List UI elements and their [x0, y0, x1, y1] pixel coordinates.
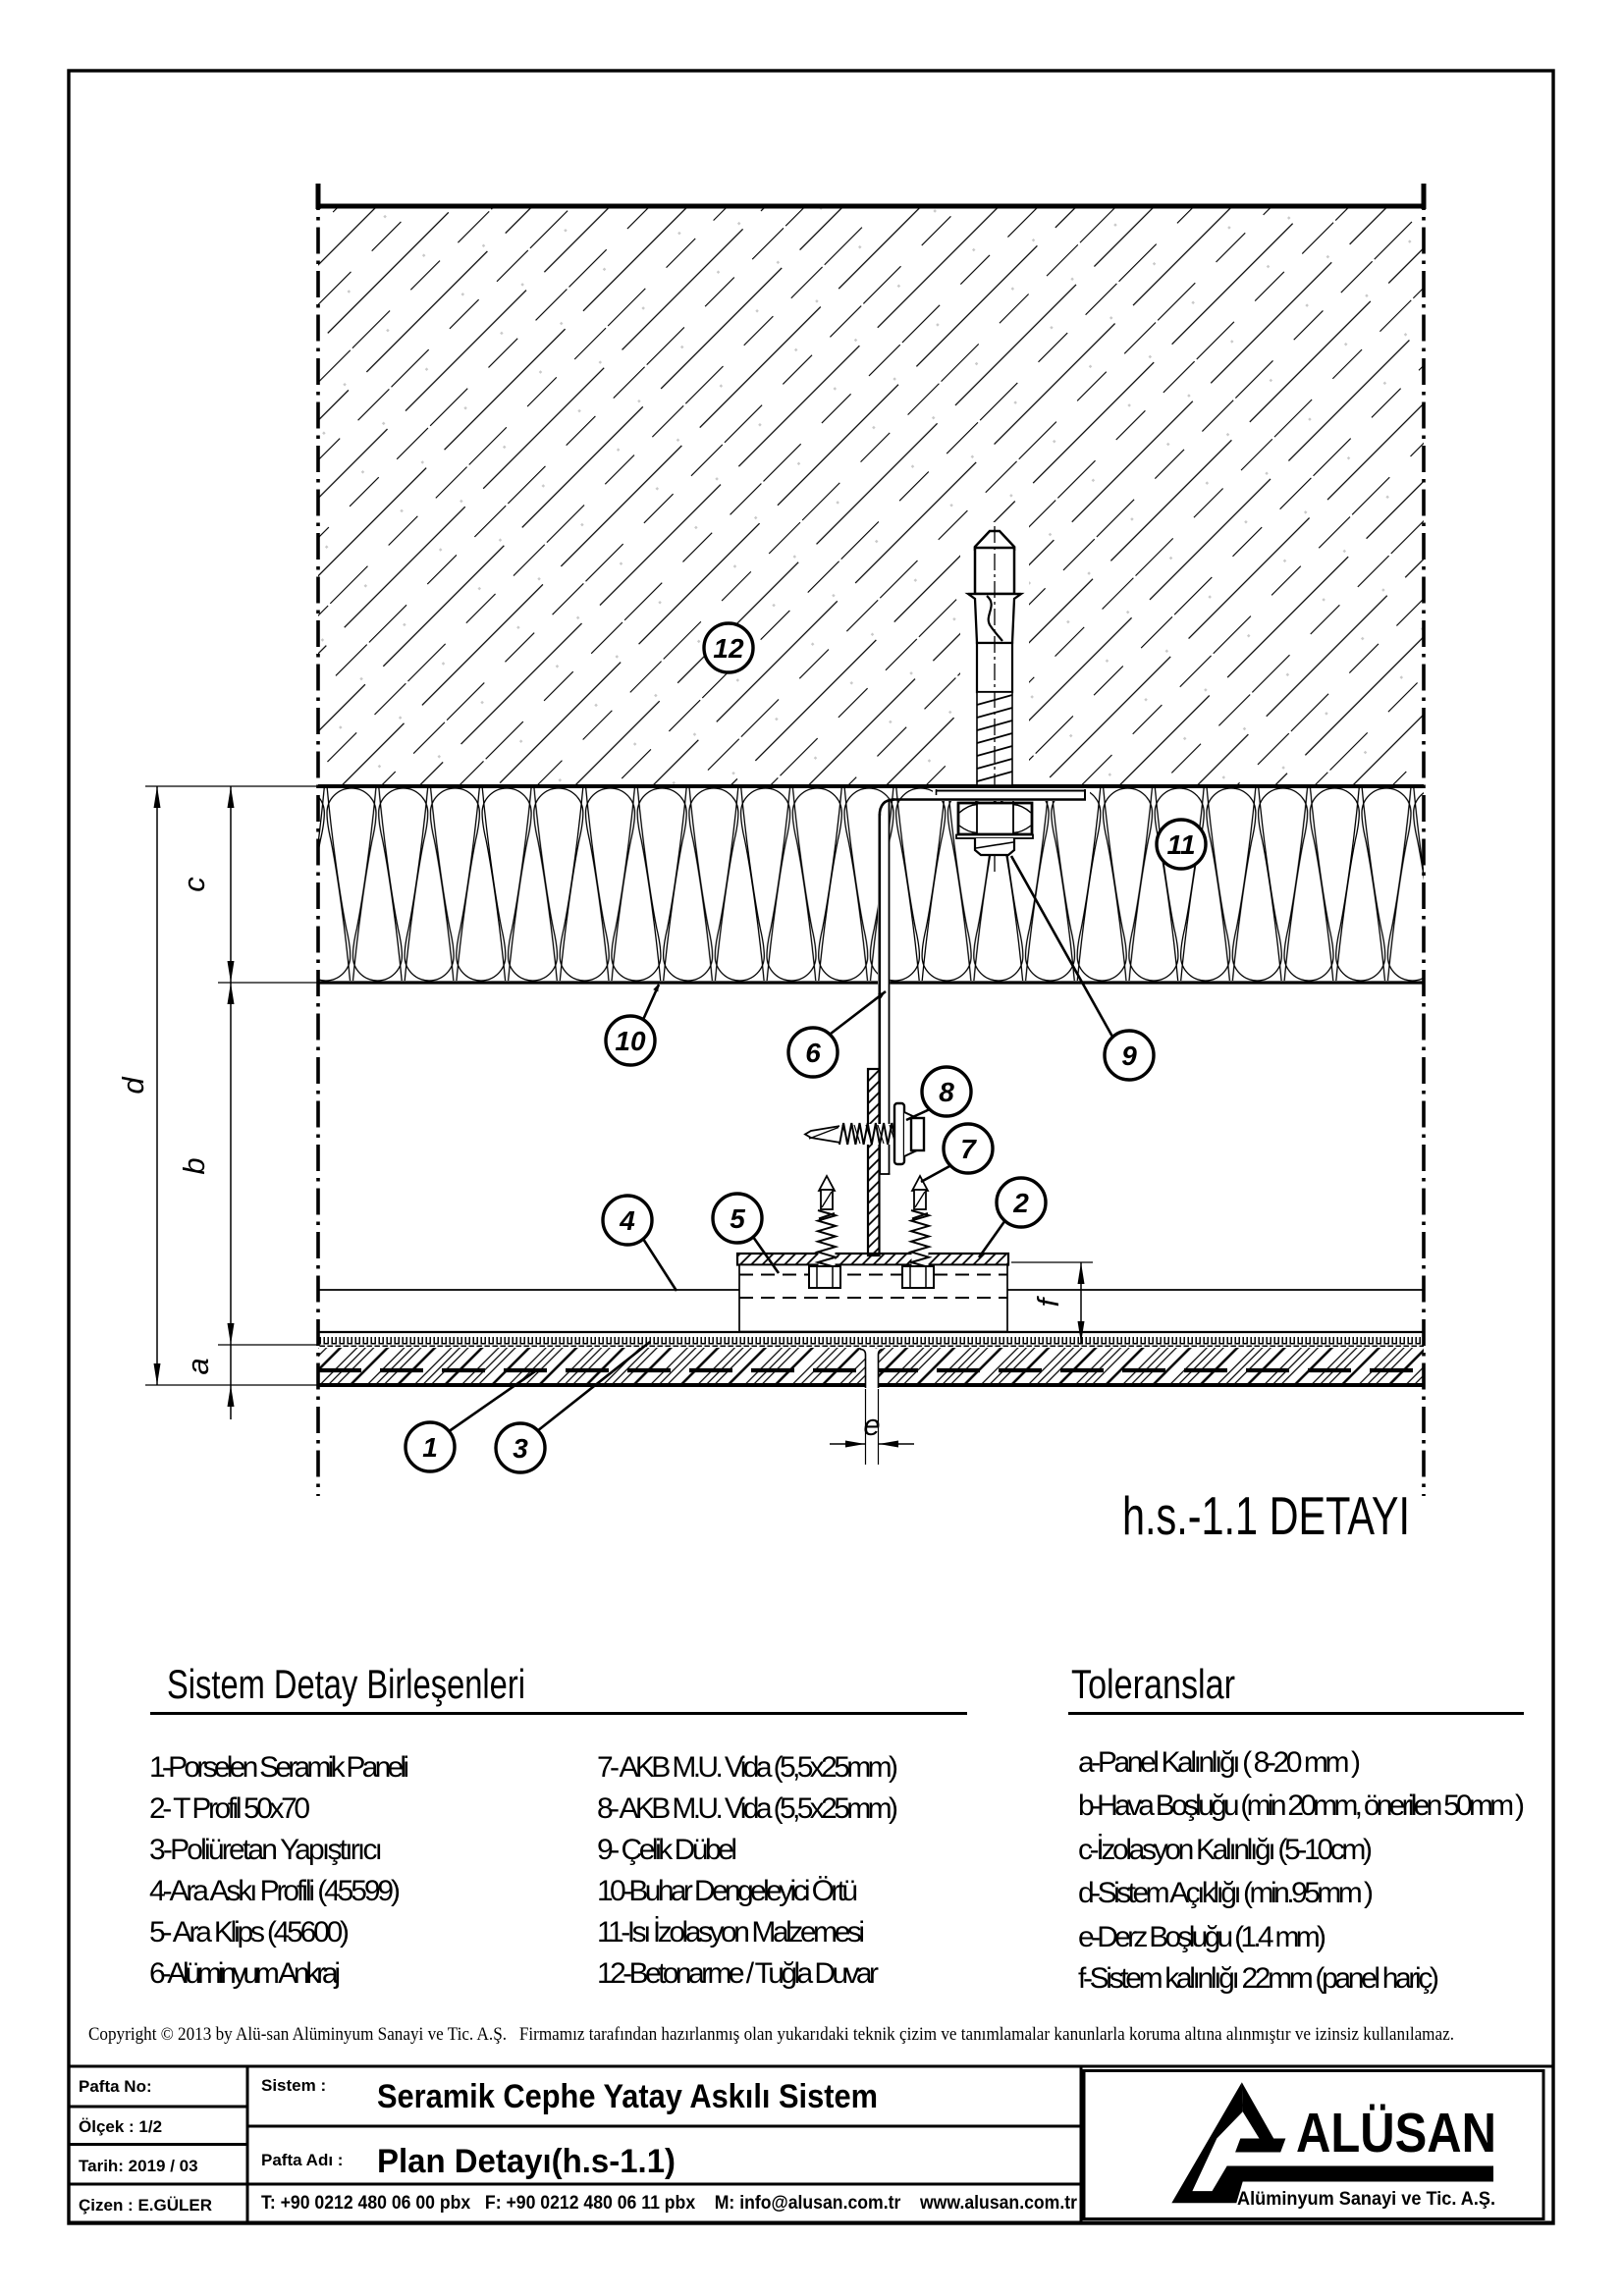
svg-text:1-Porselen Seramik Paneli: 1-Porselen Seramik Paneli — [149, 1751, 409, 1784]
svg-text:5- Ara Klips (45600): 5- Ara Klips (45600) — [149, 1916, 350, 1949]
svg-text:2- T Profil 50x70: 2- T Profil 50x70 — [149, 1792, 310, 1825]
svg-text:12-Betonarme / Tuğla Duvar: 12-Betonarme / Tuğla Duvar — [597, 1957, 879, 1990]
svg-text:1: 1 — [422, 1432, 438, 1463]
svg-text:Sistem Detay Birleşenleri: Sistem Detay Birleşenleri — [167, 1661, 525, 1707]
svg-text:3-Poliüretan Yapıştırıcı: 3-Poliüretan Yapıştırıcı — [149, 1834, 383, 1866]
svg-text:Pafta Adı :: Pafta Adı : — [261, 2151, 343, 2169]
svg-text:12: 12 — [713, 633, 744, 664]
svg-text:Pafta No:: Pafta No: — [79, 2077, 152, 2096]
svg-text:4: 4 — [619, 1205, 635, 1236]
svg-text:7- AKB M.U. Vida (5,5x25mm): 7- AKB M.U. Vida (5,5x25mm) — [597, 1751, 898, 1784]
svg-text:10: 10 — [615, 1026, 646, 1056]
svg-text:c-İzolasyon Kalınlığı (5-10cm): c-İzolasyon Kalınlığı (5-10cm) — [1078, 1834, 1373, 1866]
svg-text:11-Isı İzolasyon Malzemesi: 11-Isı İzolasyon Malzemesi — [597, 1916, 865, 1949]
svg-text:f-Sistem kalınlığı 22mm (panel: f-Sistem kalınlığı 22mm (panel hariç) — [1078, 1962, 1439, 1995]
svg-text:Alüminyum Sanayi ve Tic. A.Ş.: Alüminyum Sanayi ve Tic. A.Ş. — [1237, 2188, 1495, 2210]
svg-text:9- Çelik Dübel: 9- Çelik Dübel — [597, 1834, 737, 1866]
svg-text:7: 7 — [960, 1134, 977, 1164]
svg-text:e: e — [863, 1408, 880, 1442]
svg-text:Toleranslar: Toleranslar — [1071, 1661, 1235, 1707]
svg-text:b-Hava Boşluğu (min 20mm, öner: b-Hava Boşluğu (min 20mm, önerilen 50mm … — [1078, 1789, 1525, 1822]
svg-text:2: 2 — [1012, 1188, 1029, 1218]
svg-text:6: 6 — [805, 1038, 821, 1068]
svg-text:Tarih: 2019 / 03: Tarih: 2019 / 03 — [79, 2157, 198, 2175]
svg-text:Ölçek : 1/2: Ölçek : 1/2 — [79, 2117, 162, 2136]
svg-text:Sistem :: Sistem : — [261, 2076, 326, 2095]
svg-text:d-Sistem Açıklığı (min.95mm ): d-Sistem Açıklığı (min.95mm ) — [1078, 1877, 1374, 1909]
svg-text:3: 3 — [513, 1433, 528, 1464]
svg-text:8: 8 — [939, 1077, 954, 1107]
svg-text:11: 11 — [1166, 829, 1195, 860]
svg-text:Plan Detayı(h.s-1.1): Plan Detayı(h.s-1.1) — [377, 2143, 676, 2180]
svg-text:e-Derz Boşluğu (1.4 mm): e-Derz Boşluğu (1.4 mm) — [1078, 1921, 1326, 1953]
svg-text:10-Buhar Dengeleyici Örtü: 10-Buhar Dengeleyici Örtü — [597, 1875, 858, 1907]
svg-text:Çizen : E.GÜLER: Çizen : E.GÜLER — [79, 2196, 212, 2215]
svg-text:4-Ara Askı Profili (45599): 4-Ara Askı Profili (45599) — [149, 1875, 401, 1907]
svg-text:T: +90 0212 480 06 00 pbx F:: T: +90 0212 480 06 00 pbx F: +90 0212 48… — [261, 2192, 1077, 2214]
svg-text:a-Panel Kalınlığı ( 8-20 mm ): a-Panel Kalınlığı ( 8-20 mm ) — [1078, 1746, 1361, 1779]
svg-text:9: 9 — [1121, 1041, 1137, 1071]
svg-text:Copyright © 2013 by Alü-san Al: Copyright © 2013 by Alü-san Alüminyum Sa… — [88, 2025, 1454, 2045]
svg-text:a: a — [181, 1358, 215, 1374]
svg-text:ALÜSAN: ALÜSAN — [1296, 2102, 1496, 2164]
svg-text:8- AKB M.U. Vida (5,5x25mm): 8- AKB M.U. Vida (5,5x25mm) — [597, 1792, 898, 1825]
svg-text:5: 5 — [730, 1203, 745, 1234]
svg-text:Seramik Cephe Yatay Askılı Sis: Seramik Cephe Yatay Askılı Sistem — [377, 2078, 878, 2115]
svg-text:6-Alüminyum Ankraj: 6-Alüminyum Ankraj — [149, 1957, 341, 1990]
svg-text:d: d — [116, 1076, 150, 1095]
svg-text:h.s.-1.1 DETAYI: h.s.-1.1 DETAYI — [1122, 1485, 1410, 1546]
svg-text:b: b — [177, 1157, 211, 1174]
svg-text:c: c — [177, 877, 211, 892]
